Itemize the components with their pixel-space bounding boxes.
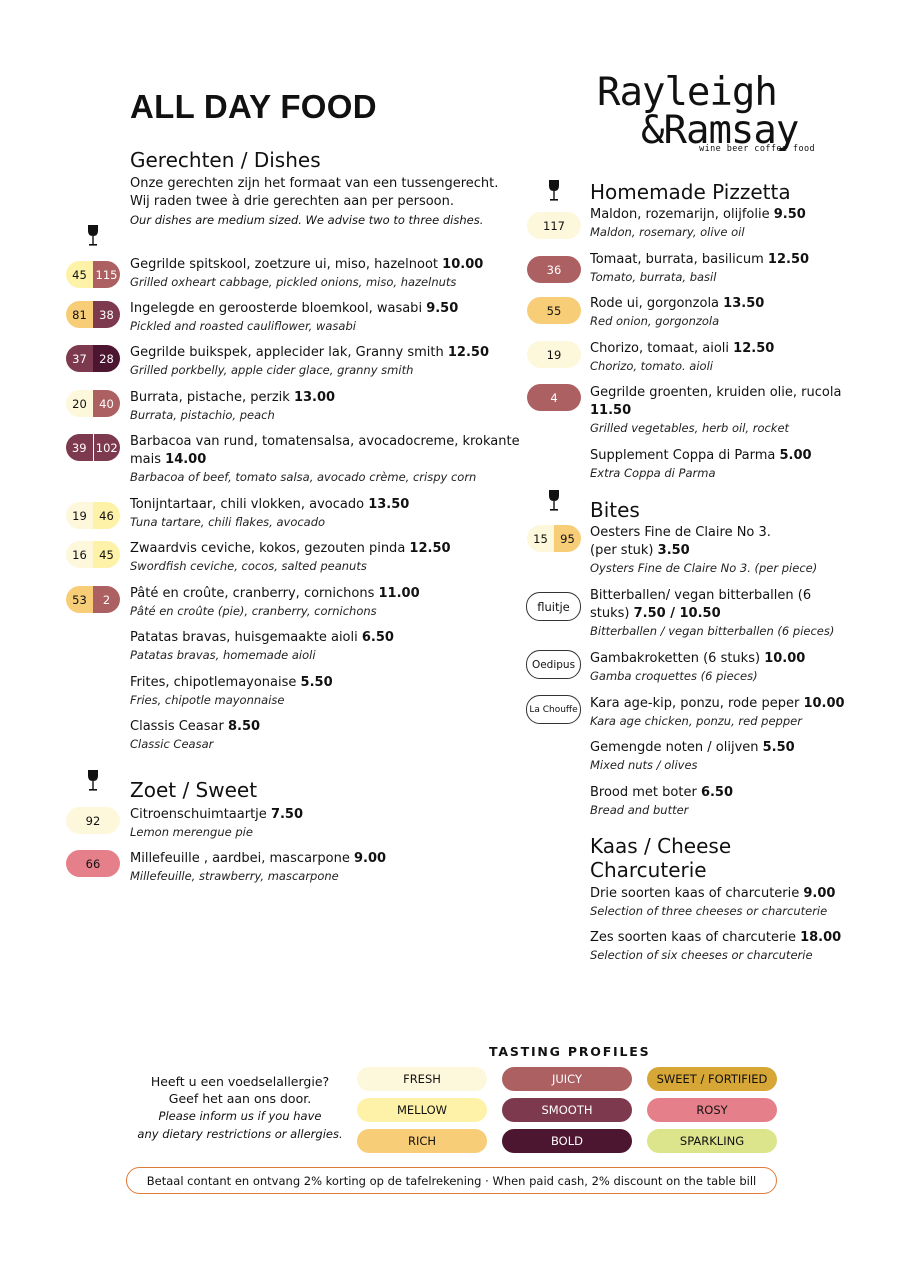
menu-item: Millefeuille , aardbei, mascarpone 9.00 … [130, 851, 387, 883]
menu-item: Citroenschuimtaartje 7.50 Lemon merengue… [130, 807, 304, 839]
tasting-pill: 117 [527, 212, 581, 239]
menu-item: Supplement Coppa di Parma 5.00 Extra Cop… [590, 448, 812, 480]
logo-tagline: wine beer coffee food [699, 144, 815, 154]
legend-title: TASTING PROFILES [489, 1044, 651, 1059]
cash-discount-notice: Betaal contant en ontvang 2% korting op … [126, 1167, 777, 1194]
tasting-pill: 55 [527, 297, 581, 324]
beer-pill: fluitje [526, 592, 581, 621]
beer-pill: La Chouffe [526, 695, 581, 724]
menu-item: Tonijntartaar, chili vlokken, avocado 13… [130, 497, 410, 529]
menu-item: Pâté en croûte, cranberry, cornichons 11… [130, 586, 420, 618]
menu-item: Zes soorten kaas of charcuterie 18.00 Se… [590, 930, 842, 962]
menu-item: Gegrilde buikspek, applecider lak, Grann… [130, 345, 489, 377]
beer-pill: Oedipus [526, 650, 581, 679]
intro-nl-1: Onze gerechten zijn het formaat van een … [130, 176, 499, 191]
tasting-pill: 19 [527, 341, 581, 368]
menu-item: Chorizo, tomaat, aioli 12.50 Chorizo, to… [590, 341, 775, 373]
pizzetta-title: Homemade Pizzetta [590, 180, 791, 204]
bites-title: Bites [590, 498, 640, 522]
legend-fresh: FRESH [357, 1067, 487, 1091]
wine-glass-icon [549, 490, 559, 511]
menu-item: Rode ui, gorgonzola 13.50 Red onion, gor… [590, 296, 765, 328]
dishes-intro: Onze gerechten zijn het formaat van een … [130, 175, 498, 230]
tasting-pill: 4 [527, 384, 581, 411]
menu-item: Maldon, rozemarijn, olijfolie 9.50 Maldo… [590, 207, 806, 239]
menu-item: Barbacoa van rund, tomatensalsa, avocado… [130, 434, 520, 484]
page-title: ALL DAY FOOD [130, 88, 377, 125]
legend-juicy: JUICY [502, 1067, 632, 1091]
menu-item: Bitterballen/ vegan bitterballen (6 stuk… [590, 588, 835, 638]
legend-bold: BOLD [502, 1129, 632, 1153]
menu-item: Gemengde noten / olijven 5.50 Mixed nuts… [590, 740, 795, 772]
logo-line-1: Rayleigh [597, 70, 778, 115]
wine-glass-icon [549, 180, 559, 201]
allergy-notice: Heeft u een voedselallergie? Geef het aa… [137, 1074, 343, 1141]
legend-smooth: SMOOTH [502, 1098, 632, 1122]
legend-rosy: ROSY [647, 1098, 777, 1122]
menu-item: Frites, chipotlemayonaise 5.50 Fries, ch… [130, 675, 333, 707]
menu-item: Ingelegde en geroosterde bloemkool, wasa… [130, 301, 459, 333]
sweet-title: Zoet / Sweet [130, 778, 258, 802]
legend-sparkling: SPARKLING [647, 1129, 777, 1153]
tasting-pill: 66 [66, 850, 120, 877]
menu-item: Oesters Fine de Claire No 3. (per stuk) … [590, 525, 818, 575]
logo-line-2: &Ramsay [641, 108, 799, 153]
dishes-title: Gerechten / Dishes [130, 148, 321, 172]
menu-item: Burrata, pistache, perzik 13.00 Burrata,… [130, 390, 336, 422]
menu-item: Drie soorten kaas of charcuterie 9.00 Se… [590, 886, 836, 918]
tasting-pill: 92 [66, 807, 120, 834]
intro-nl-2: Wij raden twee à drie gerechten aan per … [130, 194, 454, 209]
legend-mellow: MELLOW [357, 1098, 487, 1122]
tasting-pill: 36 [527, 256, 581, 283]
menu-item: Classis Ceasar 8.50 Classic Ceasar [130, 719, 261, 751]
wine-glass-icon [88, 770, 98, 791]
menu-item: Kara age-kip, ponzu, rode peper 10.00 Ka… [590, 696, 845, 728]
cheese-title: Kaas / Cheese Charcuterie [590, 834, 732, 882]
menu-item: Gambakroketten (6 stuks) 10.00 Gamba cro… [590, 651, 806, 683]
legend-rich: RICH [357, 1129, 487, 1153]
menu-item: Brood met boter 6.50 Bread and butter [590, 785, 734, 817]
menu-item: Tomaat, burrata, basilicum 12.50 Tomato,… [590, 252, 810, 284]
menu-item: Gegrilde groenten, kruiden olie, rucola … [590, 385, 842, 435]
menu-item: Patatas bravas, huisgemaakte aioli 6.50 … [130, 630, 394, 662]
legend-sweet-fortified: SWEET / FORTIFIED [647, 1067, 777, 1091]
wine-glass-icon [88, 225, 98, 246]
menu-item: Gegrilde spitskool, zoetzure ui, miso, h… [130, 257, 484, 289]
menu-item: Zwaardvis ceviche, kokos, gezouten pinda… [130, 541, 451, 573]
intro-en: Our dishes are medium sized. We advise t… [130, 213, 484, 227]
logo: Rayleigh &Ramsay wine beer coffee food [597, 70, 847, 156]
